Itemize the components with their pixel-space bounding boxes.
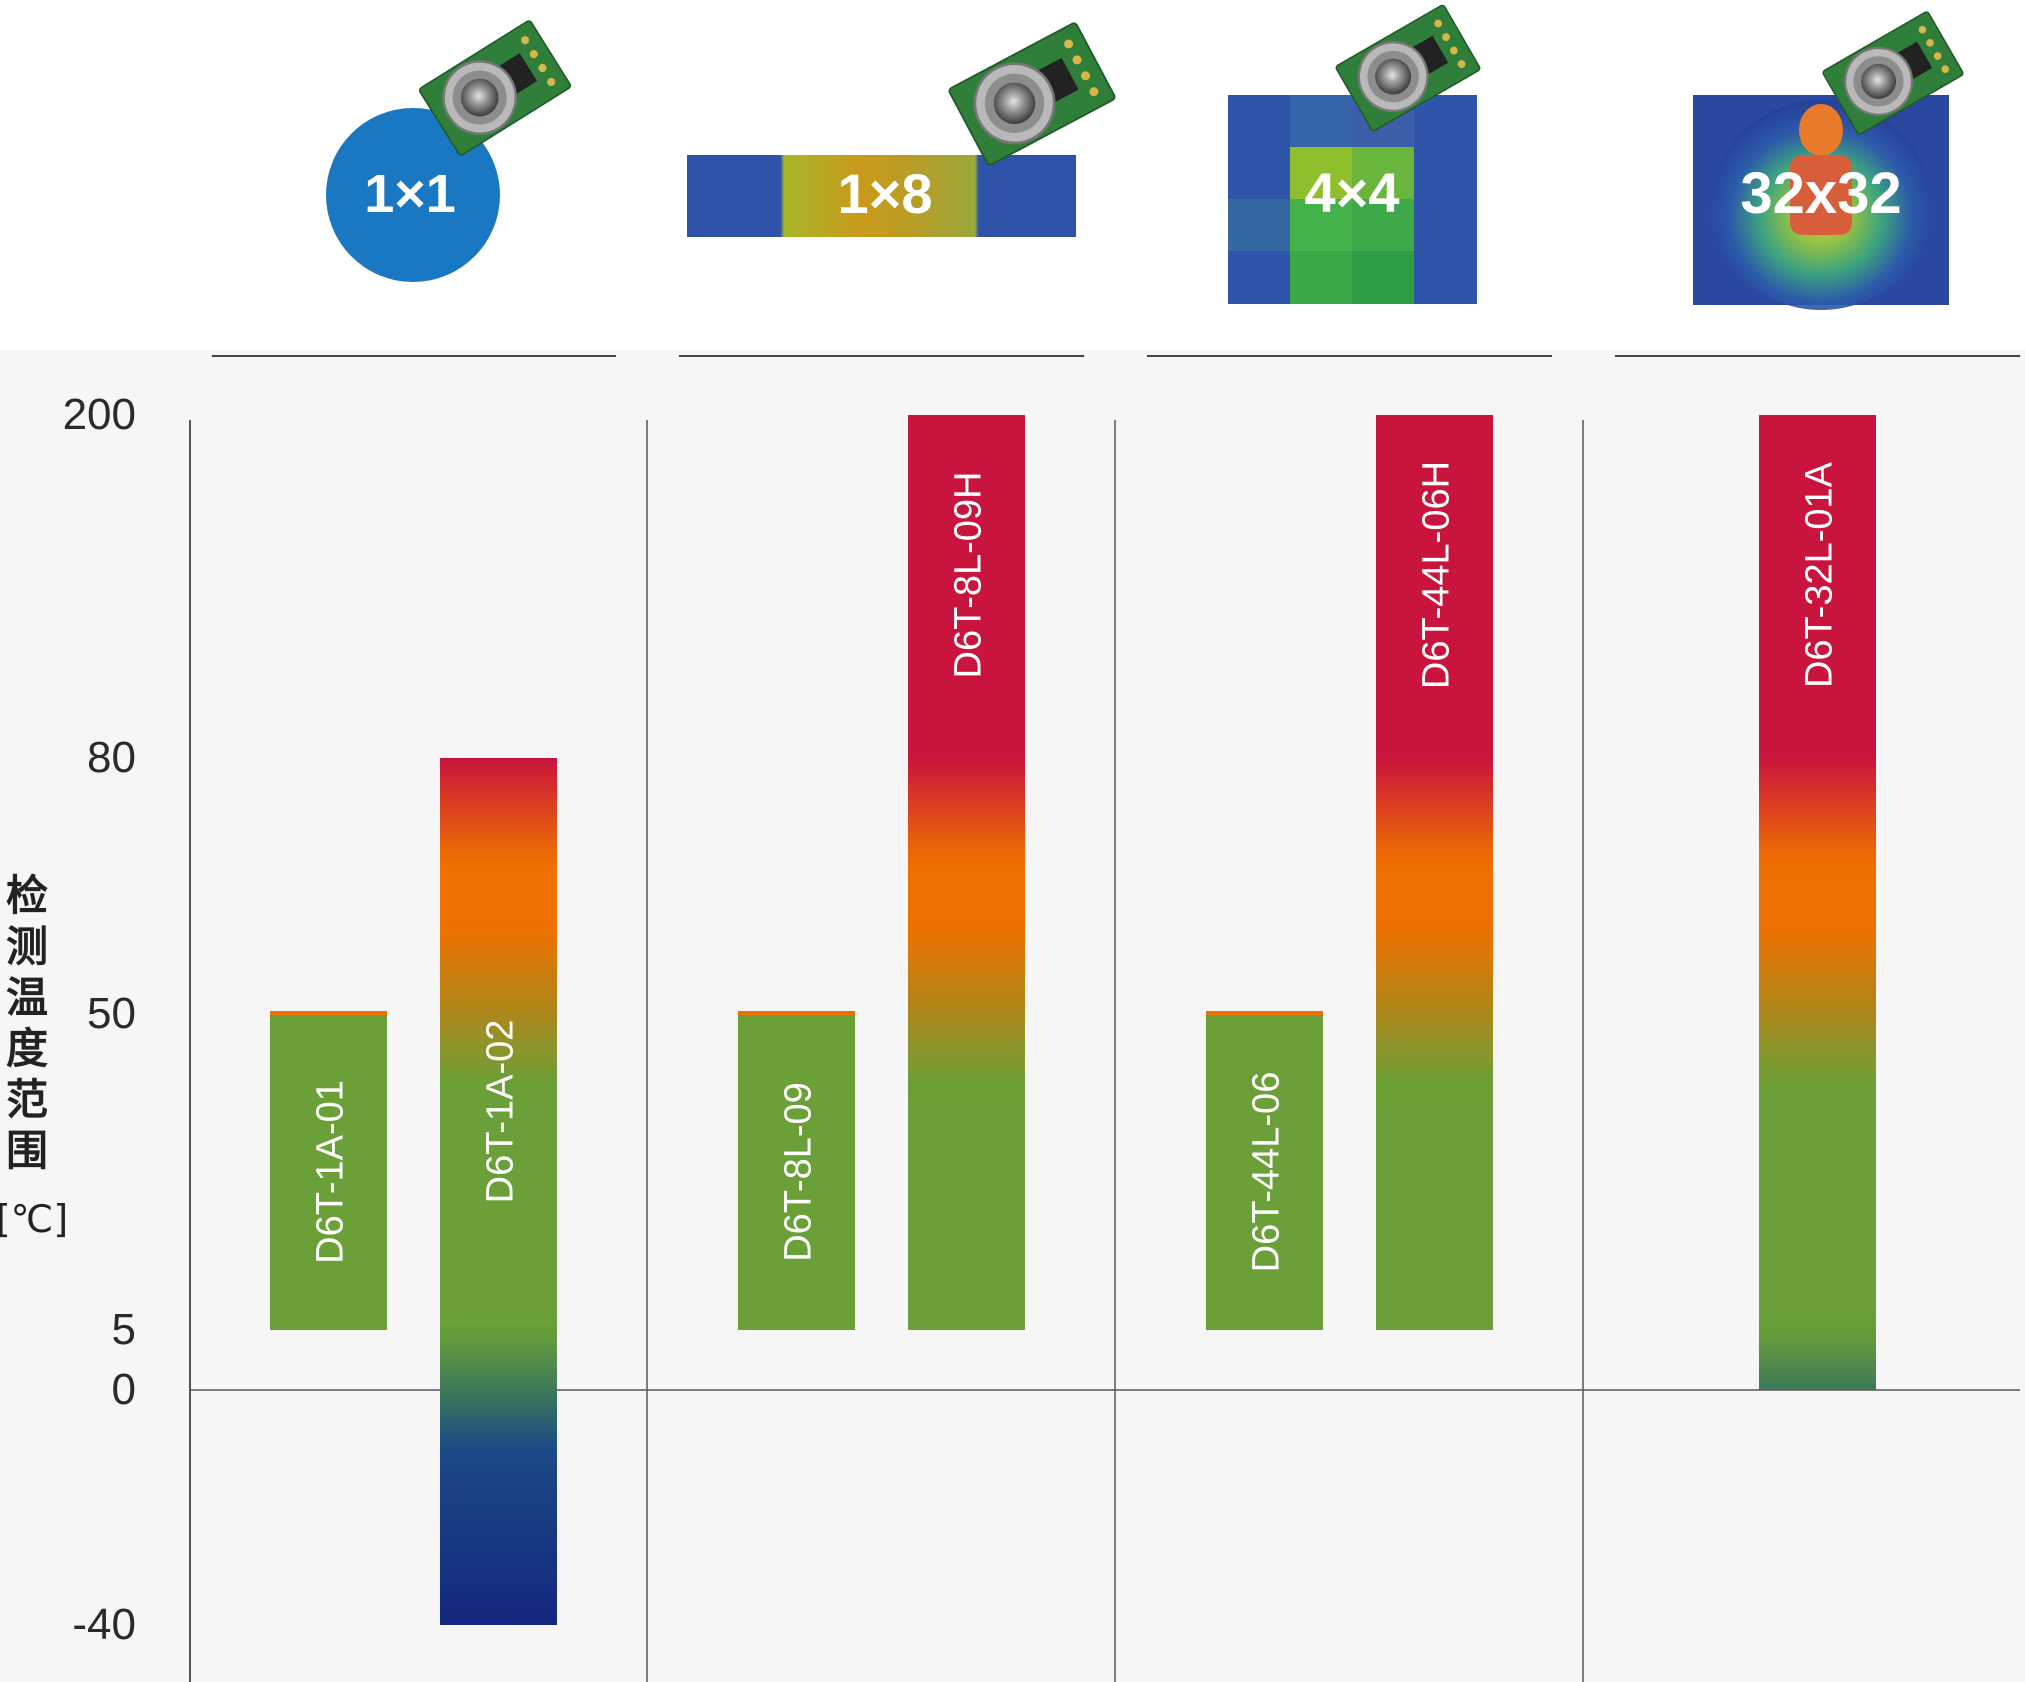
heat-cell [1352, 251, 1415, 304]
y-axis-label-char: 测 [6, 922, 48, 971]
bar-d6t-1a-02 [440, 758, 557, 1625]
heat-cell [1290, 199, 1353, 252]
y-tick-label: 5 [112, 1305, 136, 1354]
bar-label: D6T-8L-09 [778, 1082, 820, 1262]
heat-cell [1228, 251, 1291, 304]
resolution-badge-4 [1693, 95, 1949, 310]
heat-cell [1290, 147, 1353, 200]
y-axis-label-char: 度 [6, 1024, 48, 1073]
sensor-module-icon [418, 20, 572, 156]
heat-cell [1352, 147, 1415, 200]
y-axis-label-char: 范 [6, 1075, 48, 1124]
resolution-badge-3 [1228, 95, 1477, 304]
bar-top-cap [270, 1011, 387, 1015]
bar-label: D6T-8L-09H [948, 472, 990, 679]
bar-top-cap [1206, 1011, 1323, 1015]
heat-cell [1352, 199, 1415, 252]
resolution-label: 4×4 [1305, 161, 1400, 224]
resolution-label: 32x32 [1740, 161, 1901, 226]
bar-label: D6T-1A-01 [310, 1080, 352, 1264]
heat-cell [1414, 147, 1477, 200]
heat-cell [1290, 251, 1353, 304]
y-axis-label-char: 围 [6, 1126, 48, 1175]
bar-d6t-8l-09 [738, 1014, 855, 1330]
y-tick-label: 80 [87, 733, 136, 782]
heat-cell [1228, 95, 1291, 148]
resolution-badge-2 [687, 155, 1076, 237]
y-axis-unit: [℃] [0, 1197, 68, 1241]
bar-d6t-44l-06h [1376, 415, 1493, 1330]
heat-cell [1228, 147, 1291, 200]
resolution-label: 1×8 [838, 162, 933, 225]
y-tick-label: -40 [72, 1600, 136, 1649]
y-axis-label-char: 检 [6, 871, 48, 920]
bar-label: D6T-32L-01A [1799, 461, 1841, 688]
bar-d6t-1a-01 [270, 1014, 387, 1330]
resolution-label: 1×1 [364, 164, 456, 224]
bar-d6t-44l-06 [1206, 1014, 1323, 1330]
y-tick-label: 200 [63, 390, 136, 439]
resolution-strip [687, 155, 1076, 237]
header-layer: 1×1 1×8 4×4 32x32 [212, 4, 2020, 357]
bar-label: D6T-44L-06H [1416, 461, 1458, 689]
bar-label: D6T-1A-02 [480, 1020, 522, 1204]
heat-cell [1414, 251, 1477, 304]
bar-label: D6T-44L-06 [1246, 1072, 1288, 1273]
bar-d6t-8l-09h [908, 415, 1025, 1330]
heat-cell [1414, 199, 1477, 252]
y-tick-label: 0 [112, 1365, 136, 1414]
heat-cell [1290, 95, 1353, 148]
heat-cell [1414, 95, 1477, 148]
sensor-module-icon [1822, 11, 1964, 135]
y-tick-label: 50 [87, 989, 136, 1038]
bars-layer: D6T-1A-01 D6T-1A-02 D6T-8L-09 D6T-8L-09H D6T… [270, 415, 1876, 1625]
bar-d6t-32l-01a [1759, 415, 1876, 1390]
heat-cell [1228, 199, 1291, 252]
y-axis-label-char: 温 [6, 973, 48, 1022]
bar-top-cap [738, 1011, 855, 1015]
sensor-module-icon [948, 22, 1116, 166]
sensor-module-icon [1335, 4, 1481, 132]
